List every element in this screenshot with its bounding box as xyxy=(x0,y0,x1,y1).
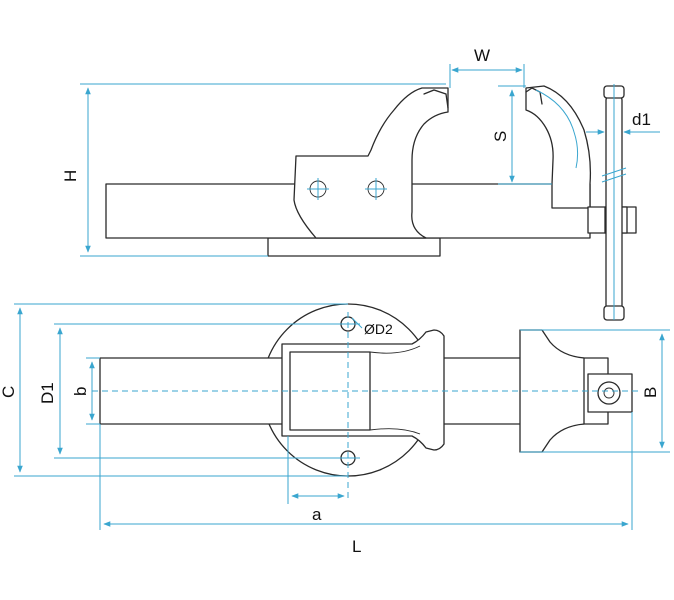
dim-b-extension xyxy=(86,357,100,425)
label-d1: d1 xyxy=(632,110,651,129)
label-L: L xyxy=(352,537,361,556)
dim-D2-leader xyxy=(351,317,363,329)
label-b: b xyxy=(71,387,90,396)
dim-D1-extension xyxy=(54,323,340,459)
label-D1: D1 xyxy=(38,382,57,404)
fixed-jaw xyxy=(293,87,449,239)
label-C: C xyxy=(0,386,18,398)
base-plate xyxy=(267,237,441,257)
top-view xyxy=(99,303,633,477)
dim-C-extension xyxy=(14,303,348,477)
pin-hole-centerlines xyxy=(307,178,387,200)
top-jaw-contours xyxy=(369,345,421,435)
label-a: a xyxy=(312,505,322,524)
dim-S-extension xyxy=(498,85,552,185)
top-view-dimensions xyxy=(14,303,670,530)
label-S: S xyxy=(491,131,510,142)
dim-L-extension xyxy=(99,412,633,530)
dim-B-extension xyxy=(520,329,670,453)
dim-W-extension xyxy=(449,64,525,88)
fixed-jaw-tip xyxy=(423,89,449,109)
side-view xyxy=(105,85,637,321)
dimension-labels: W S H d1 ØD2 C D1 b B a L xyxy=(0,46,660,556)
dim-H-extension xyxy=(80,83,446,257)
label-D2: ØD2 xyxy=(364,321,393,337)
screw-end-inner xyxy=(603,387,615,399)
moving-jaw-contour xyxy=(535,89,579,169)
screw-end xyxy=(597,381,621,405)
label-H: H xyxy=(61,170,80,182)
moving-jaw xyxy=(525,85,592,209)
label-B: B xyxy=(641,387,660,398)
label-W: W xyxy=(474,46,490,65)
side-view-dimensions xyxy=(80,64,660,320)
